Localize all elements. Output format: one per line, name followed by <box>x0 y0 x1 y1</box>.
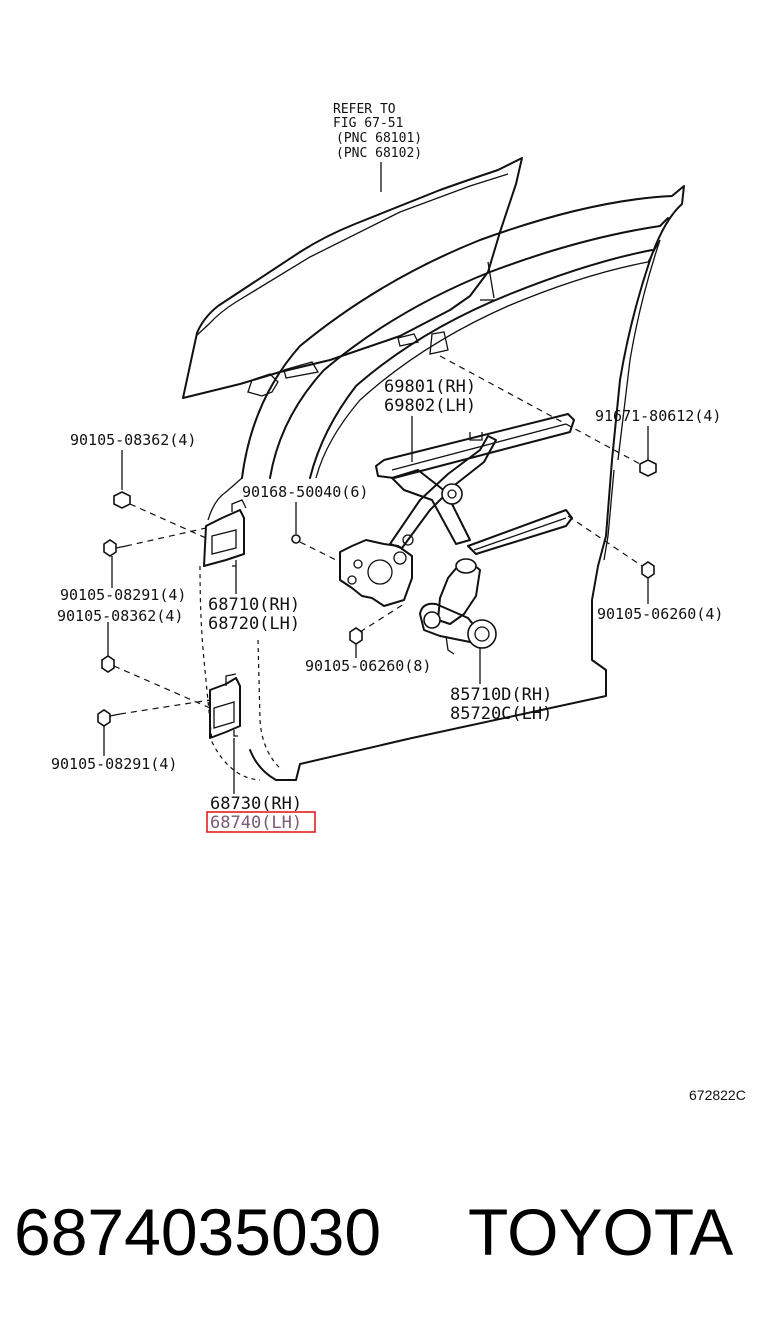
bolt-90168 <box>291 534 301 544</box>
label-90105-08362-top: 90105-08362(4) <box>70 431 196 449</box>
label-regulator-lh: 69802(LH) <box>384 396 476 416</box>
leader-lines <box>103 162 649 794</box>
label-hinge-upper-lh: 68720(LH) <box>208 614 300 634</box>
bolt-90105-08362-top <box>113 484 131 509</box>
footer-part-number: 6874035030 <box>14 1195 381 1269</box>
bolt-90105-08291-lower <box>97 709 121 727</box>
bolt-90105-06260-mid <box>349 627 363 645</box>
highlight-box <box>206 811 316 833</box>
footer-brand: TOYOTA <box>468 1195 733 1269</box>
regulator-motor <box>419 558 497 655</box>
refer-line-4: (PNC 68102) <box>336 146 422 161</box>
label-90105-06260-right: 90105-06260(4) <box>597 605 723 623</box>
upper-hinge <box>203 499 247 567</box>
label-hinge-upper-rh: 68710(RH) <box>208 595 300 615</box>
bolt-91671 <box>639 459 657 477</box>
label-regulator-rh: 69801(RH) <box>384 377 476 397</box>
label-90105-06260-mid: 90105-06260(8) <box>305 657 431 675</box>
door-frame <box>199 185 685 781</box>
window-regulator <box>339 413 575 607</box>
bolt-90105-08291-upper <box>103 539 127 557</box>
label-90105-08291-b: 90105-08291(4) <box>51 755 177 773</box>
assembly-lines <box>113 355 643 715</box>
refer-line-2: FIG 67-51 <box>333 116 403 131</box>
label-motor-lh: 85720C(LH) <box>450 704 552 724</box>
label-90168-50040: 90168-50040(6) <box>242 483 368 501</box>
door-glass <box>182 157 523 399</box>
refer-line-3: (PNC 68101) <box>336 131 422 146</box>
lower-hinge <box>209 673 241 739</box>
bolt-90105-08362-lower <box>101 655 115 673</box>
label-motor-rh: 85710D(RH) <box>450 685 552 705</box>
label-hinge-lower-lh: 68740(LH) <box>210 813 302 833</box>
refer-line-1: REFER TO <box>333 102 396 117</box>
figure-code: 672822C <box>689 1087 746 1103</box>
label-hinge-lower-rh: 68730(RH) <box>210 794 302 814</box>
label-90105-08291-a: 90105-08291(4) <box>60 586 186 604</box>
bolt-90105-06260-right <box>641 561 655 579</box>
label-91671-80612: 91671-80612(4) <box>595 407 721 425</box>
label-90105-08362-b: 90105-08362(4) <box>57 607 183 625</box>
